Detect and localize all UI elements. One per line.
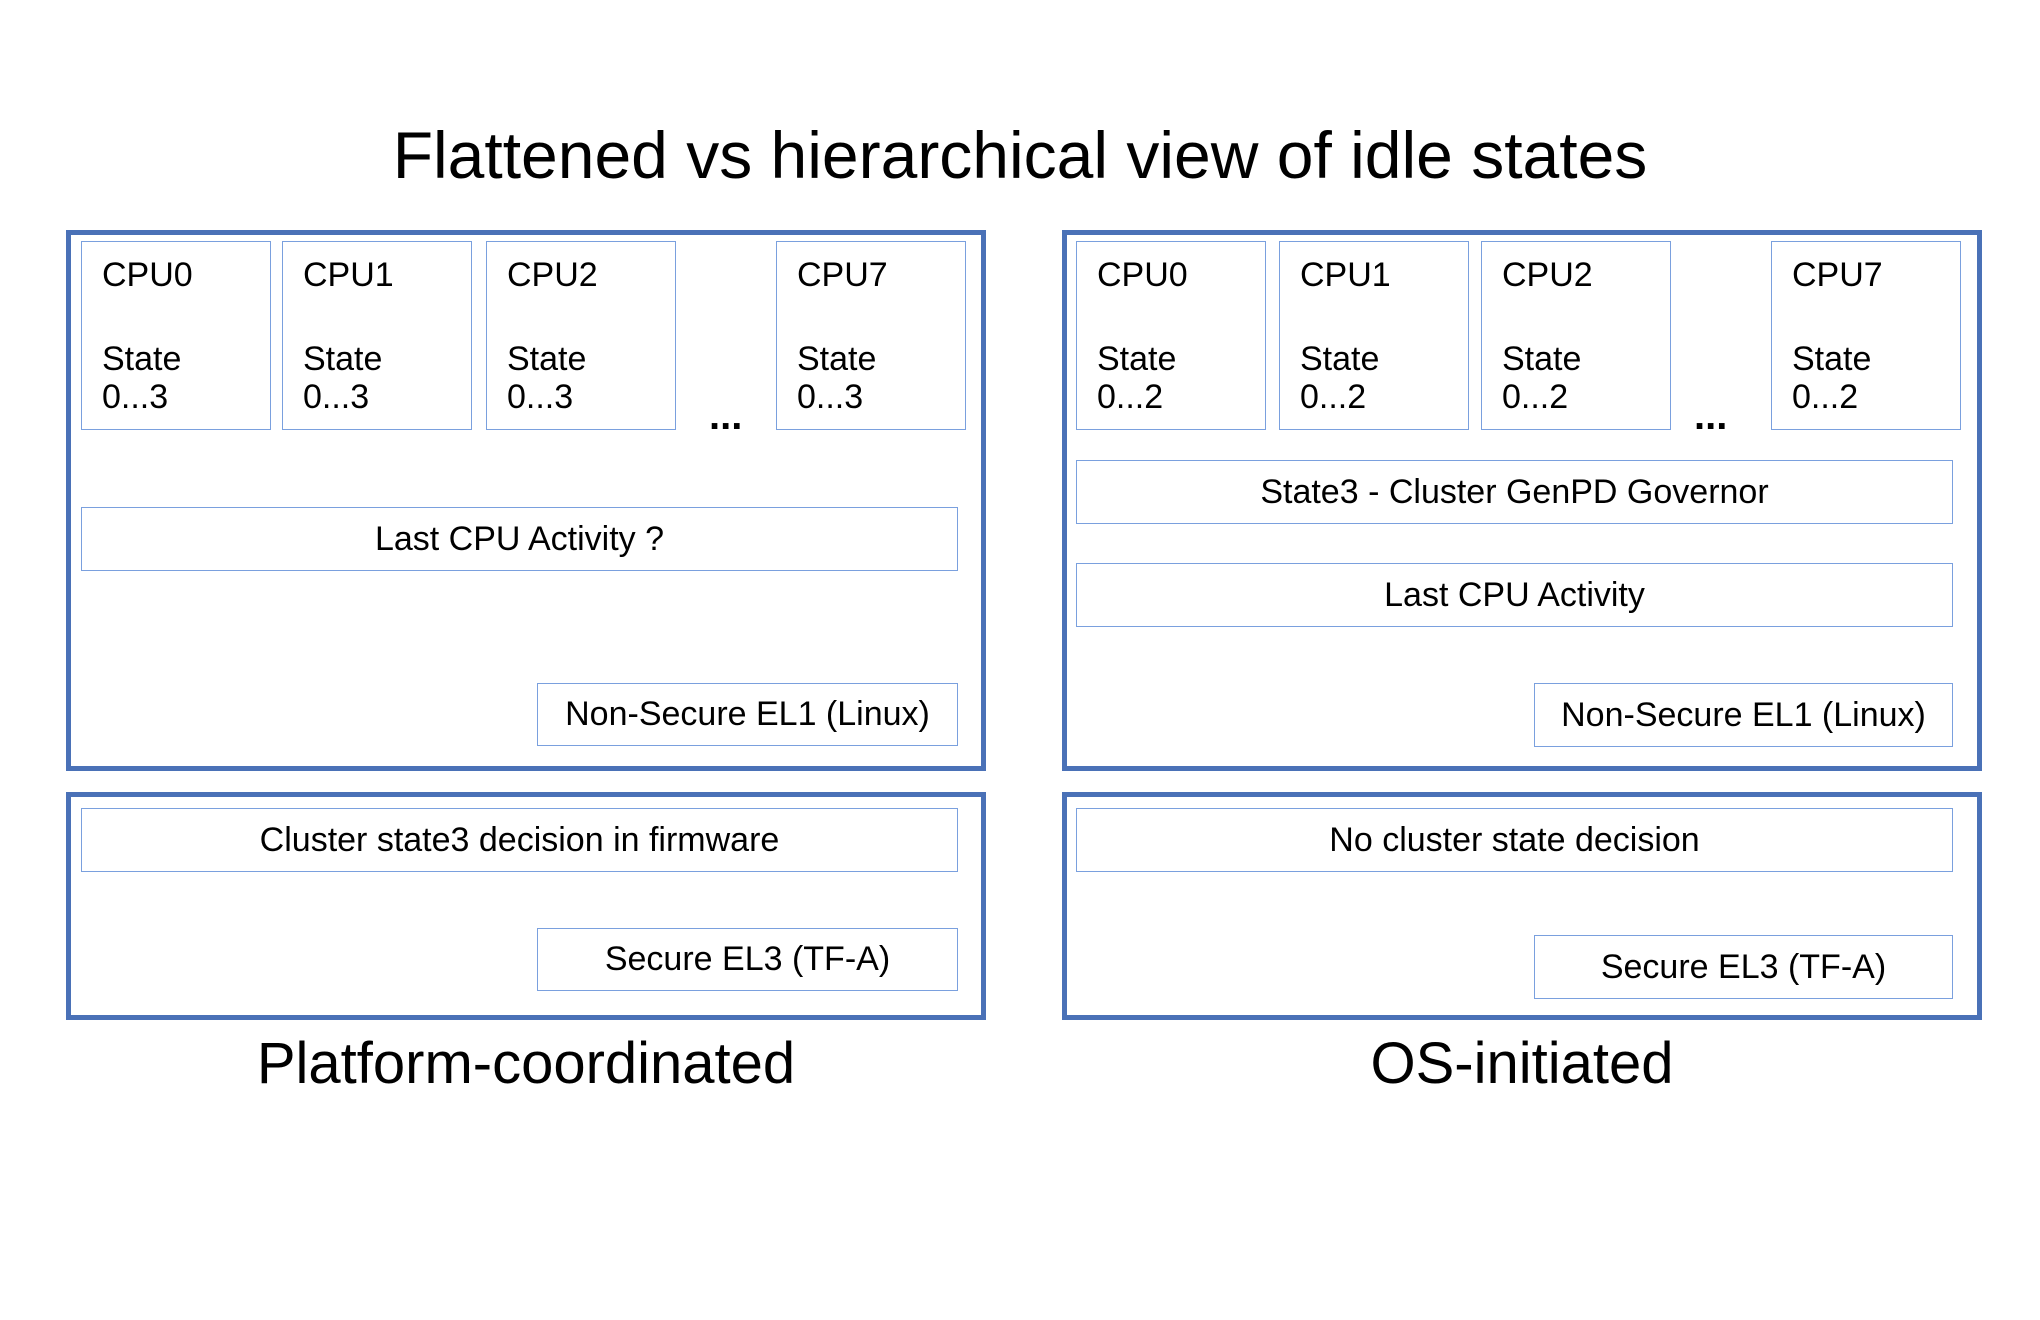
left-last-cpu-activity: Last CPU Activity ?	[81, 507, 958, 571]
cpu-state-label: State	[102, 340, 182, 378]
cpu-name: CPU0	[1097, 256, 1188, 294]
cpu-name: CPU2	[1502, 256, 1593, 294]
left-secure-label: Secure EL3 (TF-A)	[537, 928, 958, 991]
cpu-state-label: State	[1792, 340, 1872, 378]
right-cluster-decision: No cluster state decision	[1076, 808, 1953, 872]
cpu-state-label: State	[1097, 340, 1177, 378]
cpu-state-label: State	[1300, 340, 1380, 378]
cpu-name: CPU2	[507, 256, 598, 294]
left-caption: Platform-coordinated	[256, 1031, 796, 1096]
cpu-state-label: State	[1502, 340, 1582, 378]
left-nonsecure-frame	[66, 230, 986, 771]
cpu-state-range: 0...2	[1502, 378, 1569, 416]
right-cpu7-box: CPU7 State 0...2	[1771, 241, 1961, 430]
right-caption: OS-initiated	[1370, 1031, 1674, 1096]
left-cpu1-box: CPU1 State 0...3	[282, 241, 472, 430]
cpu-state-range: 0...3	[102, 378, 169, 416]
left-cpu-ellipsis: ...	[709, 394, 743, 438]
cpu-name: CPU0	[102, 256, 193, 294]
right-secure-frame	[1062, 792, 1982, 1020]
left-cluster-decision: Cluster state3 decision in firmware	[81, 808, 958, 872]
right-non-secure-label: Non-Secure EL1 (Linux)	[1534, 683, 1953, 747]
cpu-state-range: 0...3	[507, 378, 574, 416]
cpu-name: CPU1	[1300, 256, 1391, 294]
left-cpu0-box: CPU0 State 0...3	[81, 241, 271, 430]
right-cpu-ellipsis: ...	[1694, 394, 1728, 438]
cpu-name: CPU1	[303, 256, 394, 294]
left-cpu2-box: CPU2 State 0...3	[486, 241, 676, 430]
cpu-state-range: 0...3	[797, 378, 864, 416]
cpu-name: CPU7	[797, 256, 888, 294]
cpu-state-label: State	[303, 340, 383, 378]
right-cpu0-box: CPU0 State 0...2	[1076, 241, 1266, 430]
right-cpu1-box: CPU1 State 0...2	[1279, 241, 1469, 430]
cpu-state-range: 0...3	[303, 378, 370, 416]
right-genpd-governor: State3 - Cluster GenPD Governor	[1076, 460, 1953, 524]
cpu-state-range: 0...2	[1300, 378, 1367, 416]
cpu-state-label: State	[507, 340, 587, 378]
cpu-state-range: 0...2	[1792, 378, 1859, 416]
diagram-title: Flattened vs hierarchical view of idle s…	[392, 118, 1648, 192]
left-non-secure-label: Non-Secure EL1 (Linux)	[537, 683, 958, 746]
left-secure-frame	[66, 792, 986, 1020]
right-last-cpu-activity: Last CPU Activity	[1076, 563, 1953, 627]
right-nonsecure-frame	[1062, 230, 1982, 771]
left-cpu7-box: CPU7 State 0...3	[776, 241, 966, 430]
cpu-name: CPU7	[1792, 256, 1883, 294]
right-secure-label: Secure EL3 (TF-A)	[1534, 935, 1953, 999]
cpu-state-label: State	[797, 340, 877, 378]
cpu-state-range: 0...2	[1097, 378, 1164, 416]
right-cpu2-box: CPU2 State 0...2	[1481, 241, 1671, 430]
